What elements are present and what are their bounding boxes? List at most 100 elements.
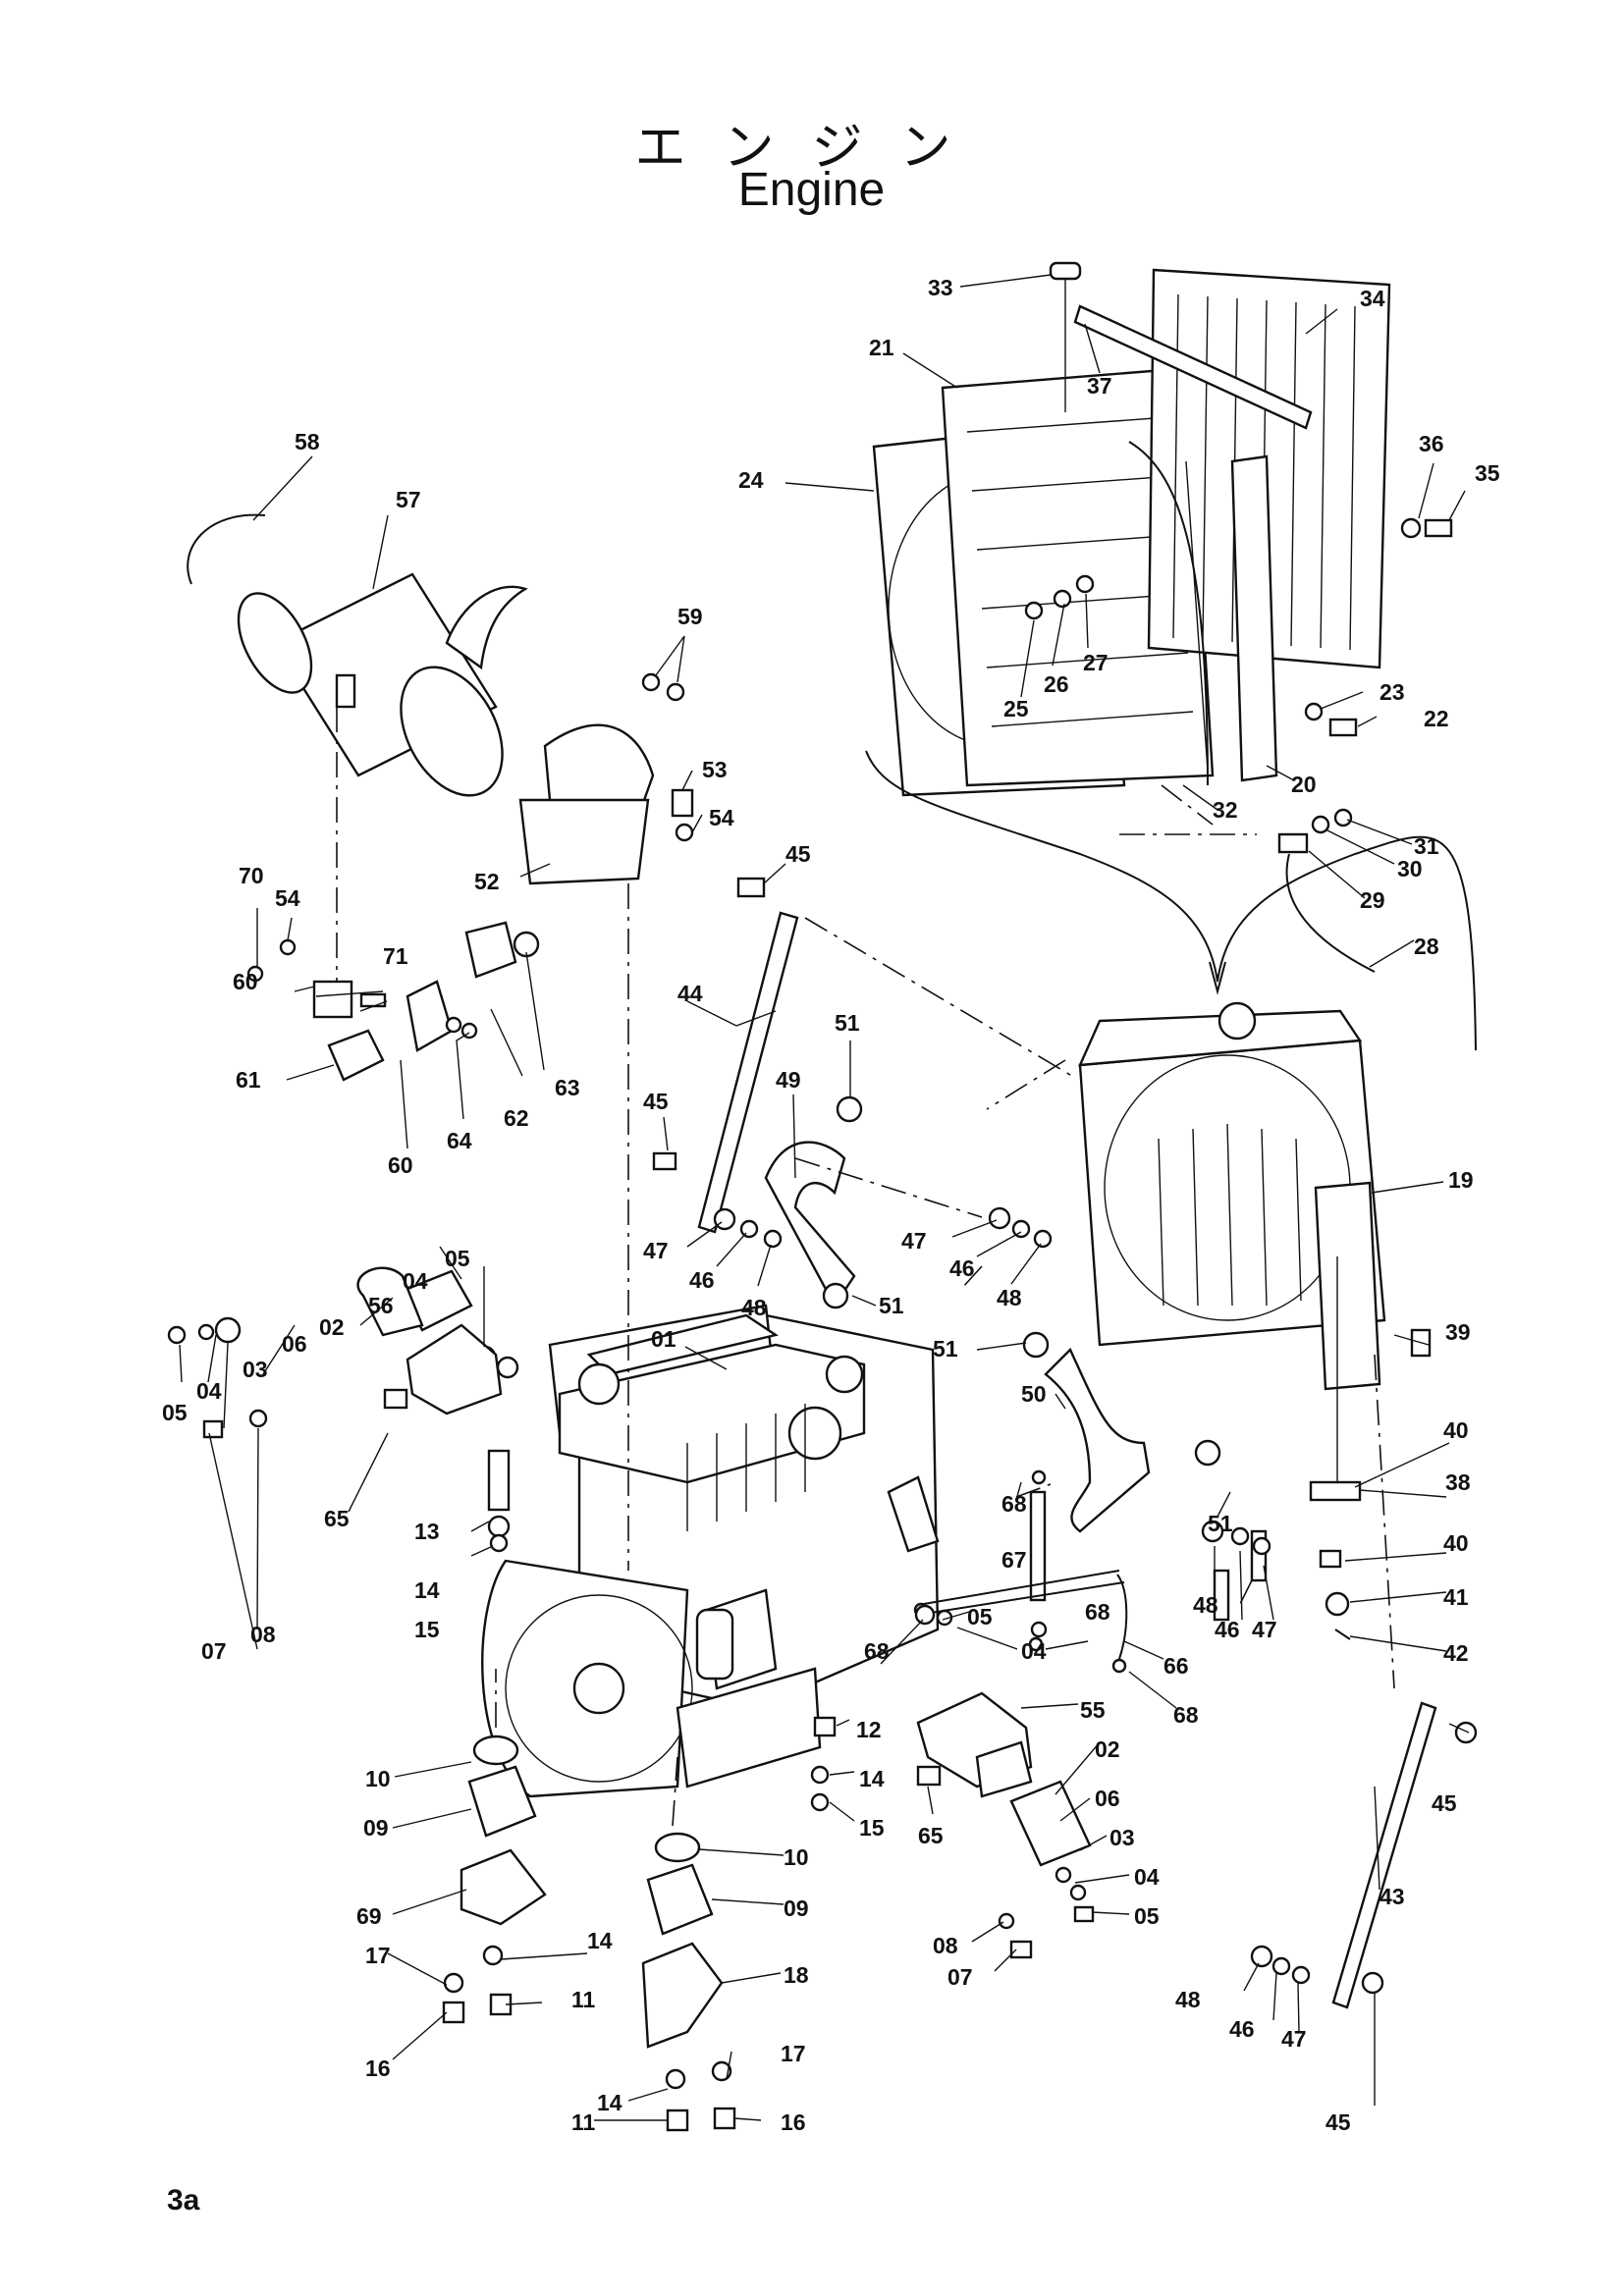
callout-40: 40: [1443, 1417, 1469, 1443]
callout-68: 68: [1085, 1599, 1110, 1625]
callout-26: 26: [1044, 671, 1069, 697]
callout-10: 10: [784, 1844, 809, 1870]
callout-23: 23: [1380, 679, 1405, 705]
callout-50: 50: [1021, 1381, 1047, 1407]
alignment-lines: [336, 707, 1395, 1827]
callout-46: 46: [949, 1255, 975, 1281]
callout-04: 04: [196, 1378, 222, 1404]
callout-46: 46: [1215, 1617, 1240, 1642]
callout-34: 34: [1360, 286, 1385, 311]
callout-09: 09: [363, 1815, 389, 1841]
callout-16: 16: [365, 2056, 391, 2081]
callout-69: 69: [356, 1903, 382, 1929]
callout-47: 47: [1281, 2026, 1307, 2052]
callout-12: 12: [856, 1717, 882, 1742]
callout-14: 14: [587, 1928, 613, 1953]
callout-47: 47: [901, 1228, 927, 1254]
callout-61: 61: [236, 1067, 261, 1093]
callout-33: 33: [928, 275, 953, 300]
callout-47: 47: [1252, 1617, 1277, 1642]
callout-04: 04: [403, 1268, 428, 1294]
callout-44: 44: [677, 981, 703, 1006]
callout-11: 11: [571, 2109, 596, 2135]
title-english: Engine: [737, 164, 886, 216]
callout-45: 45: [1325, 2109, 1351, 2135]
callout-60: 60: [388, 1152, 413, 1178]
callout-48: 48: [1175, 1987, 1201, 2012]
callout-36: 36: [1419, 431, 1444, 456]
callout-39: 39: [1445, 1319, 1471, 1345]
callout-47: 47: [643, 1238, 669, 1263]
radiator-upper-assembly: [865, 261, 1477, 1051]
callout-11: 11: [571, 1987, 596, 2012]
callout-16: 16: [781, 2109, 806, 2135]
callout-14: 14: [597, 2090, 622, 2115]
callout-56: 56: [368, 1293, 394, 1318]
callout-48: 48: [1193, 1592, 1218, 1618]
callout-54: 54: [275, 885, 300, 911]
callout-05: 05: [1134, 1903, 1160, 1929]
callout-54: 54: [709, 805, 734, 830]
radiator-assembly: [1078, 1001, 1478, 2009]
callout-38: 38: [1445, 1469, 1471, 1495]
callout-18: 18: [784, 1962, 809, 1988]
callout-29: 29: [1360, 887, 1385, 913]
callout-65: 65: [324, 1506, 350, 1531]
engine-block: [167, 877, 1271, 2132]
callout-45: 45: [643, 1089, 669, 1114]
callout-24: 24: [738, 467, 764, 493]
callout-48: 48: [997, 1285, 1022, 1310]
callout-07: 07: [201, 1638, 227, 1664]
callout-25: 25: [1003, 696, 1029, 721]
callout-10: 10: [365, 1766, 391, 1791]
callout-41: 41: [1443, 1584, 1469, 1610]
callout-01: 01: [651, 1326, 676, 1352]
callout-43: 43: [1380, 1884, 1405, 1909]
callout-48: 48: [741, 1295, 767, 1320]
callout-40: 40: [1443, 1530, 1469, 1556]
callout-05: 05: [967, 1604, 993, 1629]
callout-52: 52: [474, 869, 500, 894]
callout-68: 68: [1001, 1491, 1027, 1517]
callout-68: 68: [864, 1638, 890, 1664]
callout-45: 45: [1432, 1790, 1457, 1816]
callout-27: 27: [1083, 650, 1109, 675]
callout-49: 49: [776, 1067, 801, 1093]
callout-06: 06: [1095, 1786, 1120, 1811]
callout-14: 14: [414, 1577, 440, 1603]
callout-13: 13: [414, 1519, 440, 1544]
callout-71: 71: [383, 943, 408, 969]
callout-57: 57: [396, 487, 421, 512]
callout-09: 09: [784, 1896, 809, 1921]
callout-64: 64: [447, 1128, 472, 1153]
callout-68: 68: [1173, 1702, 1199, 1728]
callout-17: 17: [781, 2041, 806, 2066]
leader-lines: [179, 274, 1470, 2121]
callout-14: 14: [859, 1766, 885, 1791]
callout-51: 51: [933, 1336, 958, 1362]
callout-65: 65: [918, 1823, 944, 1848]
callout-28: 28: [1414, 934, 1439, 959]
callout-20: 20: [1291, 772, 1317, 797]
callout-08: 08: [933, 1933, 958, 1958]
callout-66: 66: [1163, 1653, 1189, 1679]
callout-05: 05: [445, 1246, 470, 1271]
callout-63: 63: [555, 1075, 580, 1100]
callout-22: 22: [1424, 706, 1449, 731]
callout-08: 08: [250, 1622, 276, 1647]
callout-60: 60: [233, 969, 258, 994]
callout-35: 35: [1475, 460, 1500, 486]
page-number: 3a: [167, 2184, 200, 2216]
callout-53: 53: [702, 757, 728, 782]
callout-04: 04: [1134, 1864, 1160, 1890]
title-japanese: エンジン: [634, 119, 989, 178]
callout-51: 51: [835, 1010, 860, 1036]
callout-02: 02: [1095, 1736, 1120, 1762]
callout-37: 37: [1087, 373, 1112, 399]
callout-46: 46: [1229, 2016, 1255, 2042]
callout-46: 46: [689, 1267, 715, 1293]
callout-03: 03: [1109, 1825, 1135, 1850]
callout-30: 30: [1397, 856, 1423, 881]
callout-58: 58: [295, 429, 320, 454]
callout-31: 31: [1414, 833, 1439, 859]
